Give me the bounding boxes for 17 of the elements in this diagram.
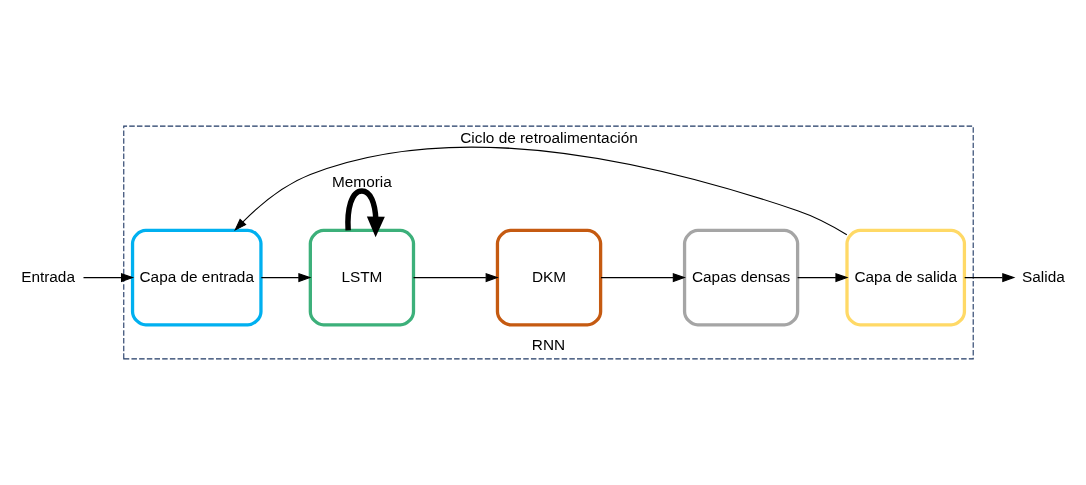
edge-label: Ciclo de retroalimentación (460, 128, 638, 146)
node-box: LSTM (308, 228, 416, 327)
node-box: Capa de salida (845, 228, 967, 327)
node-text: Entrada (21, 267, 75, 285)
arrow (600, 273, 686, 283)
arrow (260, 273, 312, 283)
arrow (82, 273, 135, 283)
node-text: Salida (1022, 267, 1065, 285)
arrow (797, 273, 849, 283)
node-box: Capas densas (682, 228, 800, 327)
arrow (345, 188, 385, 238)
arrow (413, 273, 499, 283)
node-box: DKM (495, 228, 603, 327)
edge-label: Memoria (332, 172, 392, 190)
arrow (964, 273, 1016, 283)
arrow (234, 146, 848, 236)
node-box: Capa de entrada (130, 228, 263, 327)
